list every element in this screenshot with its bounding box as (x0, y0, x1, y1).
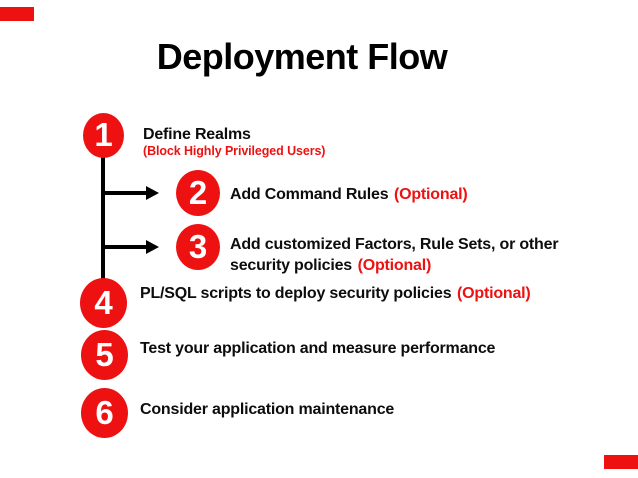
step-4-optional-text: (Optional) (457, 285, 531, 302)
step-4-label-text: PL/SQL scripts to deploy security polici… (140, 285, 452, 302)
step-1-sublabel: (Block Highly Privileged Users) (143, 144, 326, 158)
step-1-badge: 1 (83, 113, 124, 158)
step-6-label: Consider application maintenance (140, 399, 394, 420)
step-2-label-text: Add Command Rules (230, 186, 389, 203)
step-1-label: Define Realms (143, 124, 251, 145)
step-5-badge: 5 (81, 330, 128, 380)
flow-vertical-line (101, 156, 105, 280)
step-2-badge: 2 (176, 170, 220, 216)
step-4-badge: 4 (80, 278, 127, 328)
step-2-optional-text: (Optional) (393, 186, 468, 203)
arrowhead-step-3-icon (146, 240, 159, 254)
slide-title: Deployment Flow (156, 36, 448, 77)
branch-line-step-2 (104, 191, 146, 195)
accent-bar-bottom-right (604, 455, 638, 469)
step-3-label-line1: Add customized Factors, Rule Sets, or ot… (230, 236, 559, 253)
step-6-badge: 6 (81, 388, 128, 438)
step-6-label-text: Consider application maintenance (140, 401, 395, 418)
step-5-label: Test your application and measure perfor… (140, 338, 495, 359)
step-3-optional-text: (Optional) (357, 257, 432, 274)
branch-line-step-3 (104, 245, 146, 249)
step-3-badge: 3 (176, 224, 220, 270)
step-4-label: PL/SQL scripts to deploy security polici… (140, 283, 531, 304)
step-1-label-text: Define Realms (143, 126, 251, 143)
step-3-label: Add customized Factors, Rule Sets, or ot… (230, 234, 590, 276)
accent-bar-top-left (0, 7, 34, 21)
step-3-label-line2: security policies (230, 257, 352, 274)
step-5-label-text: Test your application and measure perfor… (140, 340, 496, 357)
step-2-label: Add Command Rules(Optional) (230, 184, 468, 205)
arrowhead-step-2-icon (146, 186, 159, 200)
